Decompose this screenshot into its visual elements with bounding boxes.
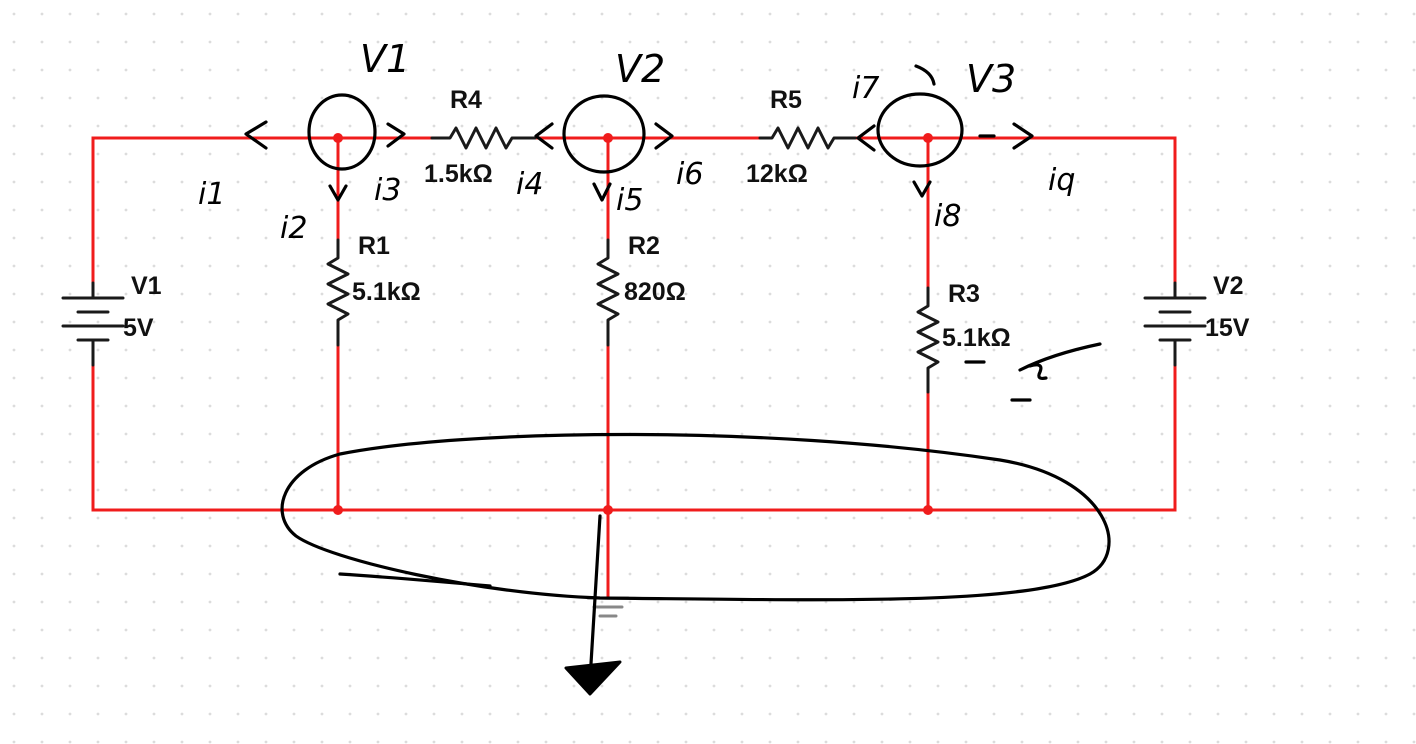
node-label-v2: V2: [615, 47, 665, 91]
resistor-r3[interactable]: R3 5.1kΩ: [916, 280, 1011, 394]
label-i3: i3: [374, 173, 401, 208]
handwritten-annotations: V1 V2 V3 i1 i2 i3 i4 i5 i6 i7 i8 iq: [198, 37, 1111, 696]
source-v1-value: 5V: [123, 314, 154, 342]
resistor-r1-value: 5.1kΩ: [352, 278, 421, 306]
resistor-r2[interactable]: R2 820Ω: [596, 232, 686, 347]
resistor-r2-value: 820Ω: [624, 278, 686, 306]
resistor-r5-name: R5: [770, 86, 802, 114]
resistor-r3-zigzag: [916, 286, 940, 394]
scribble-s: [1028, 363, 1048, 380]
label-i2: i2: [280, 211, 307, 246]
node-circle-v3: [876, 92, 964, 168]
arrow-i9: [1012, 122, 1034, 150]
junction-bottom-2: [603, 505, 613, 515]
resistor-r4[interactable]: R4 1.5kΩ: [424, 86, 537, 188]
junction-node-3: [923, 133, 933, 143]
ground-arrow-shaft: [588, 514, 602, 682]
junctions: [333, 133, 933, 515]
arrow-i4: [534, 122, 554, 150]
source-v1[interactable]: V1 5V: [61, 272, 162, 367]
resistor-r2-zigzag: [596, 238, 620, 347]
resistor-r4-zigzag: [430, 126, 537, 150]
junction-node-1: [333, 133, 343, 143]
junction-bottom-3: [923, 505, 933, 515]
arrow-i7: [856, 124, 876, 152]
arrow-i3: [386, 122, 406, 148]
label-i5: i5: [616, 183, 643, 218]
node-circle-v1: [307, 93, 377, 171]
resistor-r1[interactable]: R1 5.1kΩ: [326, 232, 421, 347]
source-v2-name: V2: [1213, 272, 1244, 300]
resistor-r2-name: R2: [628, 232, 660, 260]
junction-node-2: [603, 133, 613, 143]
source-v2[interactable]: V2 15V: [1143, 272, 1250, 367]
arrow-i2: [328, 184, 348, 202]
arrow-i8: [912, 180, 932, 198]
arrow-i1: [244, 120, 268, 150]
junction-bottom-1: [333, 505, 343, 515]
resistor-r3-value: 5.1kΩ: [942, 324, 1011, 352]
node-label-v3: V3: [966, 57, 1016, 101]
resistor-r1-name: R1: [358, 232, 390, 260]
arrow-i5: [592, 182, 612, 202]
ground-loop-tail: [338, 572, 492, 588]
label-i4: i4: [516, 167, 543, 202]
label-i8: i8: [934, 199, 961, 234]
resistor-r5[interactable]: R5 12kΩ: [746, 86, 857, 188]
ground-arrow-head: [564, 660, 622, 696]
resistor-r3-name: R3: [948, 280, 980, 308]
label-i9: iq: [1048, 163, 1075, 198]
node-circle-v2: [562, 94, 646, 174]
ground-loop: [280, 432, 1111, 602]
source-v2-value: 15V: [1205, 314, 1250, 342]
resistor-r5-zigzag: [758, 126, 857, 150]
arrow-i6: [654, 122, 674, 150]
resistor-r4-value: 1.5kΩ: [424, 160, 493, 188]
label-i1: i1: [198, 177, 225, 212]
label-i6: i6: [676, 157, 703, 192]
node-label-v1: V1: [360, 37, 410, 81]
arrow-i7-top: [914, 64, 936, 86]
resistor-r1-zigzag: [326, 238, 350, 347]
label-i7: i7: [852, 71, 879, 106]
source-v1-name: V1: [131, 272, 162, 300]
resistor-r5-value: 12kΩ: [746, 160, 808, 188]
scribble-stroke: [1018, 342, 1102, 372]
resistor-r4-name: R4: [450, 86, 482, 114]
